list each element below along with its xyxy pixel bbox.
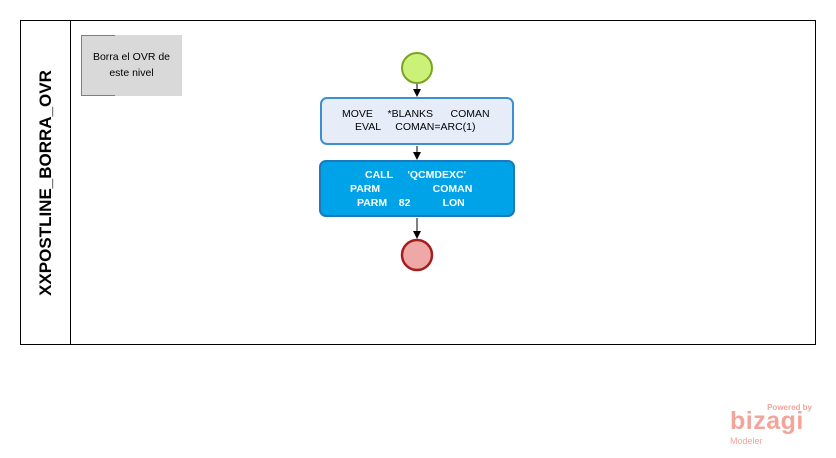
text-annotation[interactable]: Borra el OVR de este nivel	[81, 35, 182, 96]
start-event[interactable]	[401, 52, 433, 84]
task-call-qcmdexc[interactable]: CALL 'QCMDEXC' PARM COMAN PARM 82 LON	[319, 160, 515, 217]
watermark-brand: bizagi	[730, 407, 804, 435]
end-event[interactable]	[400, 238, 434, 272]
annotation-text: Borra el OVR de este nivel	[92, 51, 171, 79]
task-line: MOVE *BLANKS COMAN	[342, 108, 490, 120]
pool-header: XXPOSTLINE_BORRA_OVR	[21, 21, 71, 344]
task-line: PARM COMAN	[350, 183, 473, 195]
watermark-product: Modeler	[730, 436, 763, 446]
task-line: EVAL COMAN=ARC(1)	[355, 121, 476, 133]
task-line: CALL 'QCMDEXC'	[365, 169, 467, 181]
watermark-powered: Powered by	[767, 403, 812, 412]
task-line: PARM 82 LON	[357, 197, 465, 209]
annotation-bracket	[81, 35, 115, 96]
task-move-eval[interactable]: MOVE *BLANKS COMAN EVAL COMAN=ARC(1)	[320, 97, 514, 145]
bizagi-watermark: Powered by bizagi Modeler	[728, 403, 814, 449]
